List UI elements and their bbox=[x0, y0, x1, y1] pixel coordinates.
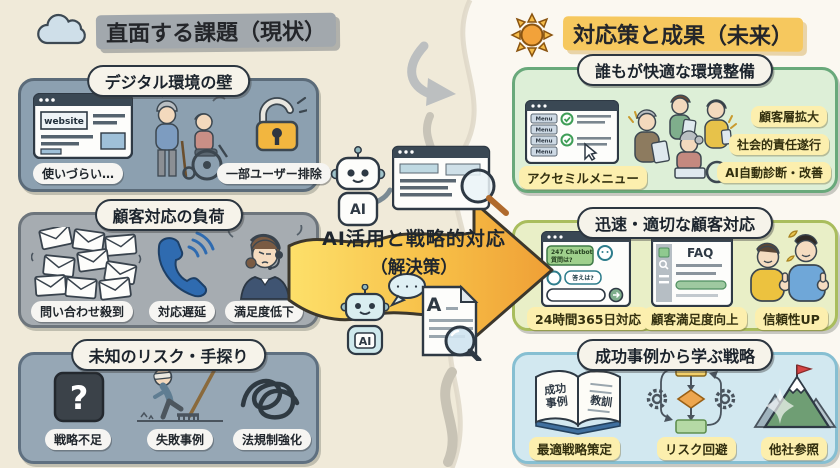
panel-support-burden-title: 顧客対応の負荷 bbox=[94, 199, 243, 231]
svg-text:A: A bbox=[427, 294, 442, 316]
browser-window-icon: website bbox=[33, 93, 133, 159]
badge-social-responsibility: 社会的責任遂行 bbox=[728, 134, 829, 155]
label-response-delay: 対応遅延 bbox=[149, 301, 216, 322]
svg-text:?: ? bbox=[70, 379, 89, 417]
sparkle-watermark bbox=[766, 388, 794, 424]
svg-text:Menu: Menu bbox=[535, 150, 552, 156]
badge-ai-diagnosis: AI自動診断・改善 bbox=[717, 162, 831, 183]
panel-digital-barrier: デジタル環境の壁 website 使いづらい… bbox=[18, 65, 331, 192]
panel-support-burden: 顧客対応の負荷 問い合わせ殺到 対応遅延 bbox=[18, 199, 319, 328]
svg-text:FAQ: FAQ bbox=[687, 246, 713, 260]
solution-line1: AI活用と戦略的対応 bbox=[322, 228, 506, 250]
cursor-icon bbox=[584, 142, 598, 162]
chatbot-window-icon: 247 Chatbot 質問は? 答えは? bbox=[541, 231, 631, 307]
tangled-knot-icon bbox=[240, 378, 300, 420]
panel-environment-title: 誰もが快適な環境整備 bbox=[576, 54, 774, 86]
solution-line2: （解決策） bbox=[370, 258, 458, 278]
browser-magnifier-icon bbox=[392, 145, 509, 216]
panel-digital-barrier-title: デジタル環境の壁 bbox=[86, 65, 251, 97]
robot-bottom-icon: AI bbox=[340, 284, 390, 356]
label-accessible-menu: アクセミルメニュー bbox=[519, 166, 647, 189]
panel-customer-support: 迅速・適切な顧客対応 247 Chatbot 質問は? 答えは? 24時間365… bbox=[512, 207, 838, 331]
label-optimal-strategy: 最適戦略策定 bbox=[529, 437, 621, 460]
elderly-couple-icon bbox=[150, 89, 228, 181]
panel-environment: 誰もが快適な環境整備 Menu Menu Menu Menu bbox=[512, 54, 838, 193]
svg-text:Menu: Menu bbox=[535, 117, 552, 123]
label-regulation-tightening: 法規制強化 bbox=[233, 429, 312, 450]
solution-arrow-text: AI活用と戦略的対応 （解決策） bbox=[296, 224, 532, 279]
label-benchmark-others: 他社参照 bbox=[761, 437, 828, 460]
phone-handset-icon bbox=[157, 231, 215, 298]
svg-text:Menu: Menu bbox=[535, 139, 552, 145]
mail-pile-icon bbox=[31, 227, 142, 301]
open-book-icon: 成功 事例 教訓 bbox=[535, 370, 621, 435]
svg-text:質問は?: 質問は? bbox=[551, 256, 573, 264]
speech-bubble-icon: ・・・ bbox=[388, 273, 426, 308]
panel-unknown-risk-title: 未知のリスク・手探り bbox=[70, 339, 267, 371]
divider-squiggle bbox=[440, 367, 458, 467]
right-header: 対応策と成果（未来） bbox=[508, 9, 804, 59]
svg-text:成功: 成功 bbox=[543, 381, 567, 398]
label-users-excluded: 一部ユーザー排除 bbox=[217, 163, 331, 184]
svg-text:事例: 事例 bbox=[545, 394, 569, 411]
label-247-support: 24時間365日対応 bbox=[527, 307, 649, 330]
label-satisfaction-drop: 満足度低下 bbox=[225, 301, 304, 322]
panel-success-strategy-title: 成功事例から学ぶ戦略 bbox=[576, 339, 774, 371]
left-title: 直面する課題（現状） bbox=[95, 12, 337, 50]
robot-top-icon: AI bbox=[330, 146, 393, 227]
svg-text:AI: AI bbox=[350, 202, 366, 218]
document-magnifier-icon: A bbox=[421, 284, 482, 361]
label-satisfaction-up: 顧客満足度向上 bbox=[643, 307, 747, 330]
label-hard-to-use: 使いづらい… bbox=[33, 163, 124, 184]
svg-text:教訓: 教訓 bbox=[588, 393, 613, 410]
panel-customer-support-title: 迅速・適切な顧客対応 bbox=[576, 207, 774, 239]
right-title: 対応策と成果（未来） bbox=[562, 16, 804, 52]
left-header: 直面する課題（現状） bbox=[34, 12, 337, 50]
stressed-operator-icon bbox=[227, 225, 307, 300]
label-strategy-lack: 戦略不足 bbox=[45, 429, 112, 450]
label-inquiry-flood: 問い合わせ殺到 bbox=[31, 301, 134, 322]
accessible-menu-browser-icon: Menu Menu Menu Menu bbox=[525, 100, 619, 164]
svg-text:・・・: ・・・ bbox=[393, 283, 420, 293]
panel-unknown-risk: 未知のリスク・手探り ? 戦略不足 失敗事例 法規制強化 bbox=[18, 339, 319, 464]
badge-customer-expansion: 顧客層拡大 bbox=[750, 106, 827, 127]
thumbs-up-people-icon bbox=[750, 230, 829, 302]
faq-window-icon: FAQ bbox=[651, 231, 733, 307]
svg-text:website: website bbox=[44, 117, 84, 127]
label-trust-up: 信頼性UP bbox=[755, 307, 828, 330]
svg-text:247 Chatbot: 247 Chatbot bbox=[551, 249, 593, 256]
check-icon bbox=[560, 112, 574, 147]
label-failure-cases: 失敗事例 bbox=[147, 429, 214, 450]
svg-text:AI: AI bbox=[359, 335, 372, 348]
padlock-icon bbox=[255, 96, 307, 152]
rake-misstep-icon bbox=[137, 367, 223, 422]
svg-text:Menu: Menu bbox=[535, 128, 552, 134]
label-risk-avoidance: リスク回避 bbox=[657, 437, 736, 460]
cloud-icon bbox=[37, 13, 86, 45]
question-box-icon: ? bbox=[53, 371, 105, 423]
svg-text:答えは?: 答えは? bbox=[572, 274, 594, 282]
sun-icon bbox=[510, 12, 554, 58]
